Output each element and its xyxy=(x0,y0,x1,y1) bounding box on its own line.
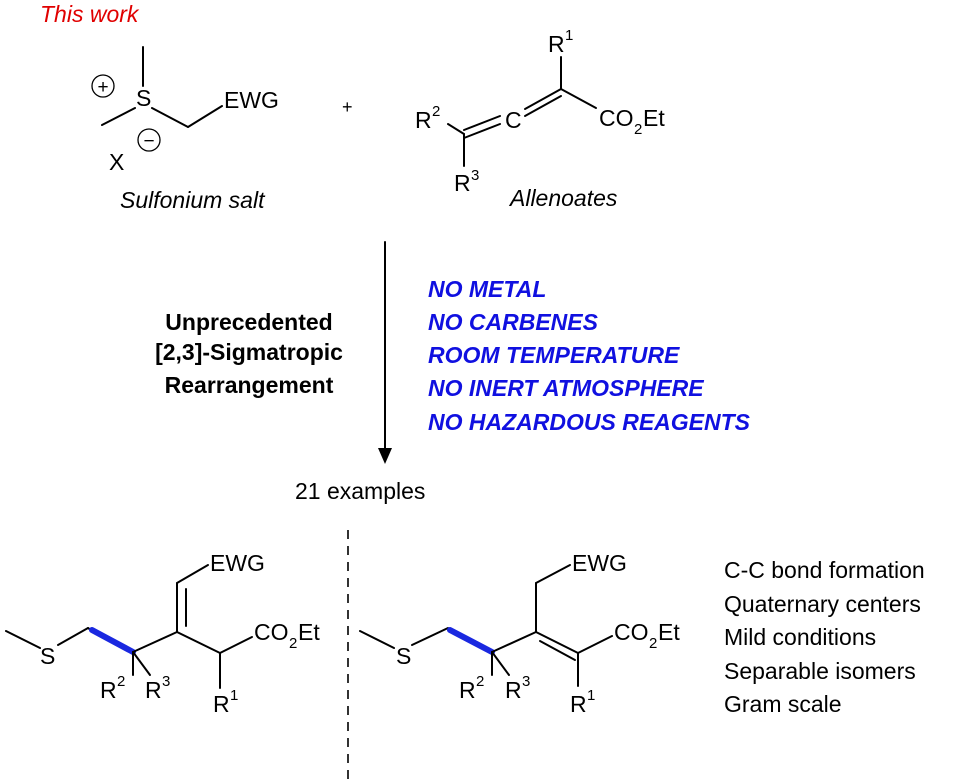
svg-text:+: + xyxy=(97,77,108,98)
examples-count: 21 examples xyxy=(295,478,425,504)
svg-text:Rearrangement: Rearrangement xyxy=(165,372,334,398)
svg-text:Et: Et xyxy=(643,105,665,131)
svg-text:R: R xyxy=(548,31,565,57)
svg-text:−: − xyxy=(143,131,154,152)
right-product-structure: S EWG CO 2 Et R 2 R 3 R 1 xyxy=(359,550,680,717)
svg-text:2: 2 xyxy=(289,635,297,652)
svg-text:R: R xyxy=(505,677,522,703)
svg-text:R: R xyxy=(213,691,230,717)
feature-list: C-C bond formation Quaternary centers Mi… xyxy=(724,557,925,717)
svg-text:1: 1 xyxy=(565,27,573,44)
svg-text:EWG: EWG xyxy=(572,550,627,576)
svg-text:S: S xyxy=(396,643,411,669)
svg-text:R: R xyxy=(570,691,587,717)
plus-sign: + xyxy=(342,97,353,117)
svg-text:3: 3 xyxy=(162,673,170,690)
svg-text:C: C xyxy=(505,107,522,133)
feature-item: Separable isomers xyxy=(724,658,916,684)
svg-text:2: 2 xyxy=(117,673,125,690)
allenoate-caption: Allenoates xyxy=(508,185,618,211)
left-product-structure: S EWG CO 2 Et R 2 R 3 R 1 xyxy=(5,550,320,717)
feature-item: Gram scale xyxy=(724,691,842,717)
feature-item: C-C bond formation xyxy=(724,557,925,583)
sulfonium-caption: Sulfonium salt xyxy=(120,187,266,213)
ewg-group: EWG xyxy=(224,87,279,113)
svg-text:NO HAZARDOUS REAGENTS: NO HAZARDOUS REAGENTS xyxy=(428,409,751,435)
svg-text:R: R xyxy=(459,677,476,703)
svg-text:ROOM TEMPERATURE: ROOM TEMPERATURE xyxy=(428,342,680,368)
plus-charge-icon xyxy=(91,74,115,98)
allenoate-structure: R 1 R 2 C CO 2 Et R 3 Allenoates xyxy=(415,27,665,211)
svg-text:R: R xyxy=(100,677,117,703)
svg-text:3: 3 xyxy=(471,167,479,184)
svg-text:Unprecedented: Unprecedented xyxy=(165,309,332,335)
svg-text:1: 1 xyxy=(230,687,238,704)
svg-text:Et: Et xyxy=(658,619,680,645)
reaction-arrow xyxy=(378,241,392,464)
svg-text:NO INERT ATMOSPHERE: NO INERT ATMOSPHERE xyxy=(428,375,704,401)
svg-text:2: 2 xyxy=(432,103,440,120)
sulfur-atom: S xyxy=(136,85,151,111)
svg-text:2: 2 xyxy=(476,673,484,690)
svg-text:NO METAL: NO METAL xyxy=(428,276,546,302)
feature-item: Mild conditions xyxy=(724,624,876,650)
counterion: X xyxy=(109,149,124,175)
svg-text:Et: Et xyxy=(298,619,320,645)
svg-text:NO CARBENES: NO CARBENES xyxy=(428,309,599,335)
svg-text:2: 2 xyxy=(649,635,657,652)
svg-text:CO: CO xyxy=(599,105,634,131)
this-work-label: This work xyxy=(40,1,140,27)
rearrangement-label: Unprecedented [2,3]-Sigmatropic Rearrang… xyxy=(155,309,343,398)
conditions-list: NO METAL NO CARBENES ROOM TEMPERATURE NO… xyxy=(428,276,751,435)
svg-text:3: 3 xyxy=(522,673,530,690)
minus-charge-icon xyxy=(137,128,161,152)
svg-text:[2,3]-Sigmatropic: [2,3]-Sigmatropic xyxy=(155,339,343,365)
svg-text:R: R xyxy=(145,677,162,703)
svg-text:CO: CO xyxy=(254,619,289,645)
svg-text:S: S xyxy=(40,643,55,669)
svg-text:CO: CO xyxy=(614,619,649,645)
svg-text:R: R xyxy=(415,107,432,133)
sulfonium-salt-structure: + − S EWG X Sulfonium salt xyxy=(91,46,279,213)
feature-item: Quaternary centers xyxy=(724,591,921,617)
svg-text:2: 2 xyxy=(634,121,642,138)
svg-text:EWG: EWG xyxy=(210,550,265,576)
svg-text:R: R xyxy=(454,170,471,196)
svg-text:1: 1 xyxy=(587,687,595,704)
